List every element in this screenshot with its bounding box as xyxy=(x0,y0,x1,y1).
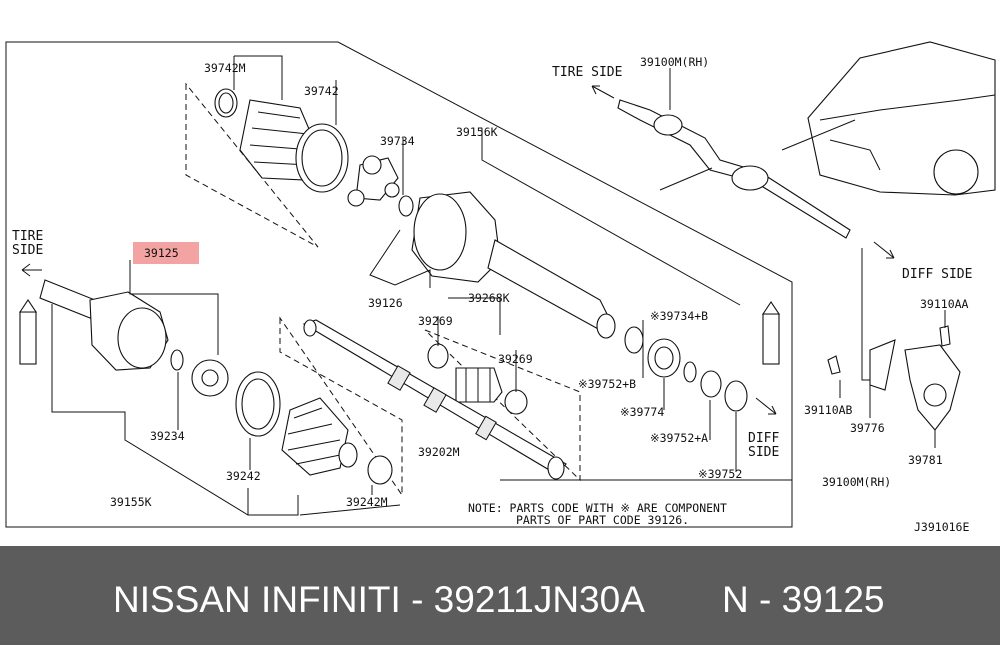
boot-band-39269b xyxy=(504,389,528,415)
label-39202m: 39202M xyxy=(418,445,460,459)
snap-ring-39734 xyxy=(398,195,414,217)
outer-joint-housing xyxy=(39,279,169,371)
arrow-diff-side-lower-icon xyxy=(755,397,777,415)
snap-ring-39734b xyxy=(683,361,697,383)
label-39269a: 39269 xyxy=(418,314,453,328)
housing-39126 xyxy=(411,191,616,339)
leader-lines xyxy=(51,55,946,516)
label-39742: 39742 xyxy=(304,84,339,98)
label-diff-lower-2: SIDE xyxy=(748,445,779,460)
ring-39752a xyxy=(700,370,722,398)
label-39100m-rh-bottom: 39100M(RH) xyxy=(822,475,891,489)
label-39781: 39781 xyxy=(908,453,943,467)
label-tire-left-2: SIDE xyxy=(12,243,43,258)
diagram-code: J391016E xyxy=(914,520,969,534)
label-39155k: 39155K xyxy=(110,495,152,509)
inner-shaft-dashed-box xyxy=(279,316,403,497)
label-39734: 39734 xyxy=(380,134,415,148)
steering-knuckle xyxy=(869,339,961,431)
pointer-arrow-2-icon xyxy=(659,167,713,191)
boot-39268k xyxy=(455,367,503,403)
label-39752b: ※39752+B xyxy=(578,377,636,391)
label-39242: 39242 xyxy=(226,469,261,483)
boot-band-39269a xyxy=(427,343,449,369)
boot-set-dashed-box xyxy=(424,329,581,482)
arrow-diff-side-right-icon xyxy=(873,241,895,259)
label-tire-left-1: TIRE xyxy=(12,229,43,244)
footer-part-number: NISSAN INFINITI - 39211JN30A xyxy=(113,579,645,620)
label-39742m: 39742M xyxy=(204,61,246,75)
vehicle-front xyxy=(807,41,996,196)
label-39100m-rh-top: 39100M(RH) xyxy=(640,55,709,69)
note-line-1: NOTE: PARTS CODE WITH ※ ARE COMPONENT xyxy=(468,501,727,515)
pointer-arrow-1-icon xyxy=(781,119,856,151)
seal-39752 xyxy=(724,380,748,412)
outer-joint-dashed-box xyxy=(185,82,319,248)
label-39752a: ※39752+A xyxy=(650,431,708,445)
footer-reference: N - 39125 xyxy=(722,579,885,620)
label-39234: 39234 xyxy=(150,429,185,443)
label-diff-side-right: DIFF SIDE xyxy=(902,267,972,282)
label-39752: ※39752 xyxy=(698,467,742,481)
label-39242m: 39242M xyxy=(346,495,388,509)
bolt-39110aa xyxy=(939,325,951,347)
driveshaft-assembly xyxy=(617,99,851,239)
boot-band-39742m xyxy=(214,88,238,118)
label-diff-lower-1: DIFF xyxy=(748,431,779,446)
arrow-tire-side-top-icon xyxy=(591,85,615,99)
label-39156k: 39156K xyxy=(456,125,498,139)
bearing-39774 xyxy=(647,338,681,378)
bolt-39110ab xyxy=(827,355,841,375)
label-39110aa: 39110AA xyxy=(920,297,969,311)
tripod-joint-39734 xyxy=(347,155,400,207)
grease-tube-right xyxy=(761,301,781,365)
ring-39752b xyxy=(624,326,644,354)
boot-39242 xyxy=(281,397,358,476)
note-line-2: PARTS OF PART CODE 39126. xyxy=(516,513,689,527)
label-39126: 39126 xyxy=(368,296,403,310)
band-39242m xyxy=(367,455,393,485)
inner-race xyxy=(191,359,229,397)
label-39268k: 39268K xyxy=(468,291,510,305)
label-39269b: 39269 xyxy=(498,352,533,366)
label-39125: 39125 xyxy=(144,246,179,260)
label-39774: ※39774 xyxy=(620,405,664,419)
label-39110ab: 39110AB xyxy=(804,403,853,417)
label-39734b: ※39734+B xyxy=(650,309,708,323)
shaft-39202m xyxy=(302,319,567,480)
grease-tube-left xyxy=(18,299,38,365)
diagram-frame xyxy=(5,41,793,528)
arrow-tire-side-left-icon xyxy=(21,263,42,277)
footer-band xyxy=(0,546,1000,645)
label-tire-side-top: TIRE SIDE xyxy=(552,65,622,80)
label-39776: 39776 xyxy=(850,421,885,435)
circlip-39234 xyxy=(170,349,184,371)
highlight-39125 xyxy=(133,242,199,264)
